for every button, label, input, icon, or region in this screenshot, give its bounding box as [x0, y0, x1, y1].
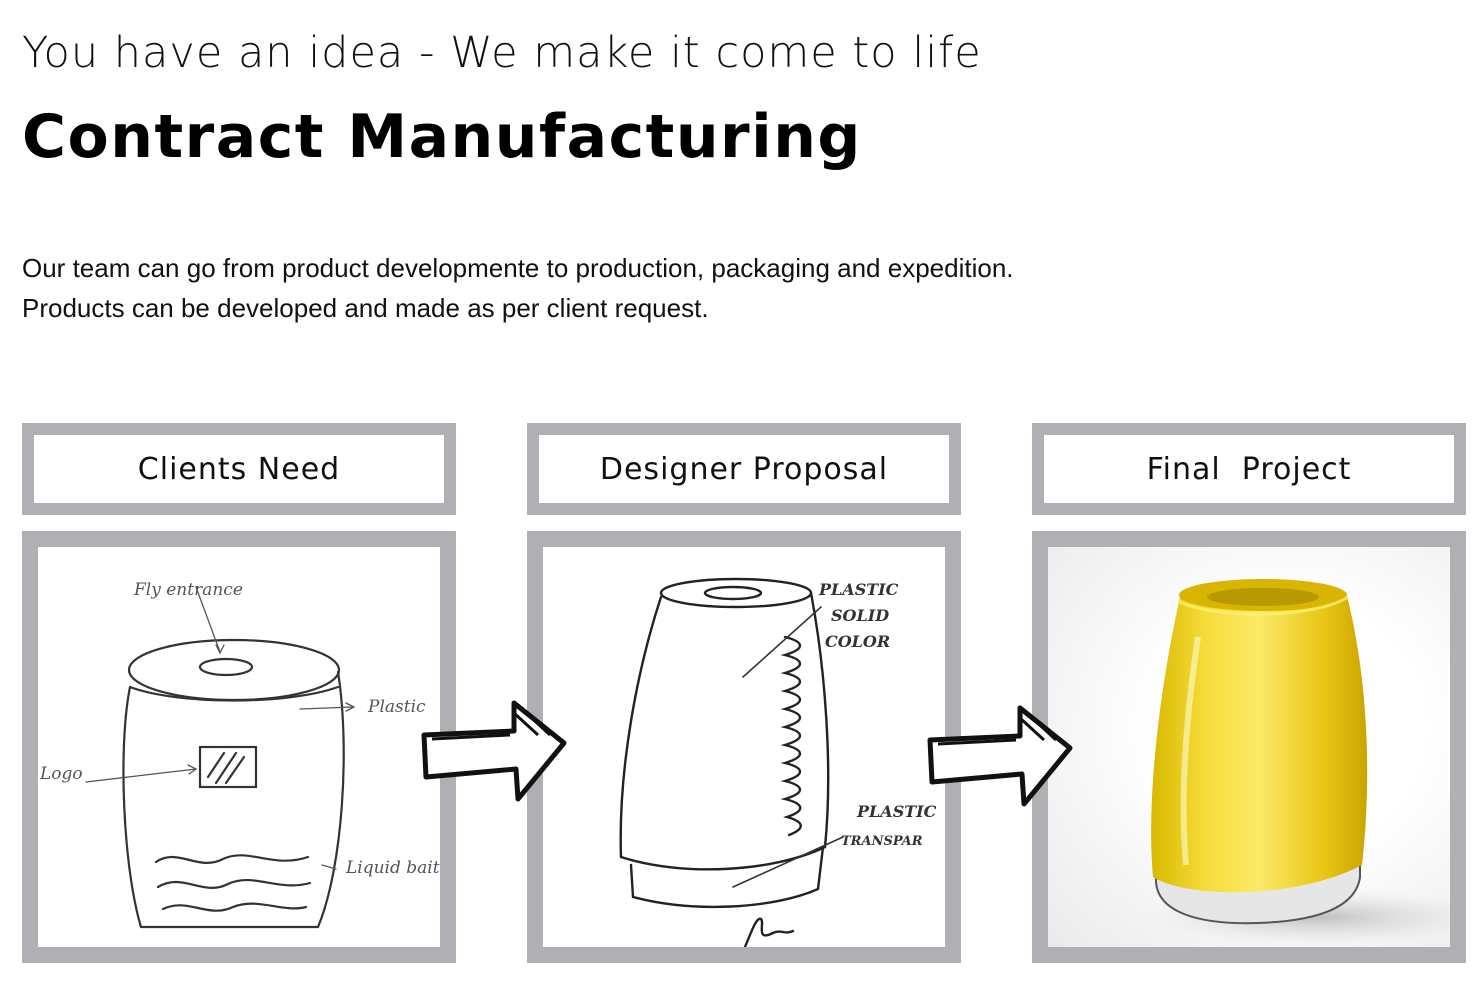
description-line-2: Products can be developed and made as pe… [22, 293, 709, 323]
step-image-frame [1032, 531, 1466, 963]
annotation-solid: SOLID [831, 606, 889, 625]
step-label: Designer Proposal [539, 435, 949, 503]
client-sketch: Fly entrance Plastic Logo Liquid bait [38, 547, 440, 947]
step-image-frame: Fly entrance Plastic Logo Liquid bait [22, 531, 456, 963]
annotation-logo: Logo [39, 764, 83, 784]
final-product-render [1048, 547, 1450, 947]
step-label: Clients Need [34, 435, 444, 503]
right-arrow-icon [927, 705, 1073, 807]
final-product-image [1148, 579, 1450, 945]
step-label: Final Project [1044, 435, 1454, 503]
annotation-liquid-bait: Liquid bait [345, 858, 440, 878]
designer-sketch-drawing: PLASTIC SOLID COLOR PLASTIC TRANSPAR [619, 577, 937, 947]
page-title: Contract Manufacturing [22, 102, 862, 172]
step-image-frame: PLASTIC SOLID COLOR PLASTIC TRANSPAR [527, 531, 961, 963]
right-arrow-icon [421, 700, 567, 802]
step-header-frame: Final Project [1032, 423, 1466, 515]
step-clients-need: Clients Need [22, 423, 456, 963]
step-header-frame: Clients Need [22, 423, 456, 515]
annotation-plastic-1: PLASTIC [818, 580, 899, 599]
step-designer-proposal: Designer Proposal [527, 423, 961, 963]
description: Our team can go from product development… [22, 248, 1014, 328]
annotation-color: COLOR [825, 632, 890, 651]
step-final-project: Final Project [1032, 423, 1466, 963]
annotation-transparent: TRANSPAR [841, 834, 923, 849]
designer-sketch: PLASTIC SOLID COLOR PLASTIC TRANSPAR [543, 547, 945, 947]
annotation-fly-entrance: Fly entrance [133, 580, 243, 600]
description-line-1: Our team can go from product development… [22, 253, 1014, 283]
annotation-plastic-2: PLASTIC [856, 802, 937, 821]
annotation-plastic: Plastic [367, 697, 426, 717]
client-sketch-drawing: Fly entrance Plastic Logo Liquid bait [39, 580, 440, 929]
tagline: You have an idea - We make it come to li… [22, 28, 982, 78]
step-header-frame: Designer Proposal [527, 423, 961, 515]
